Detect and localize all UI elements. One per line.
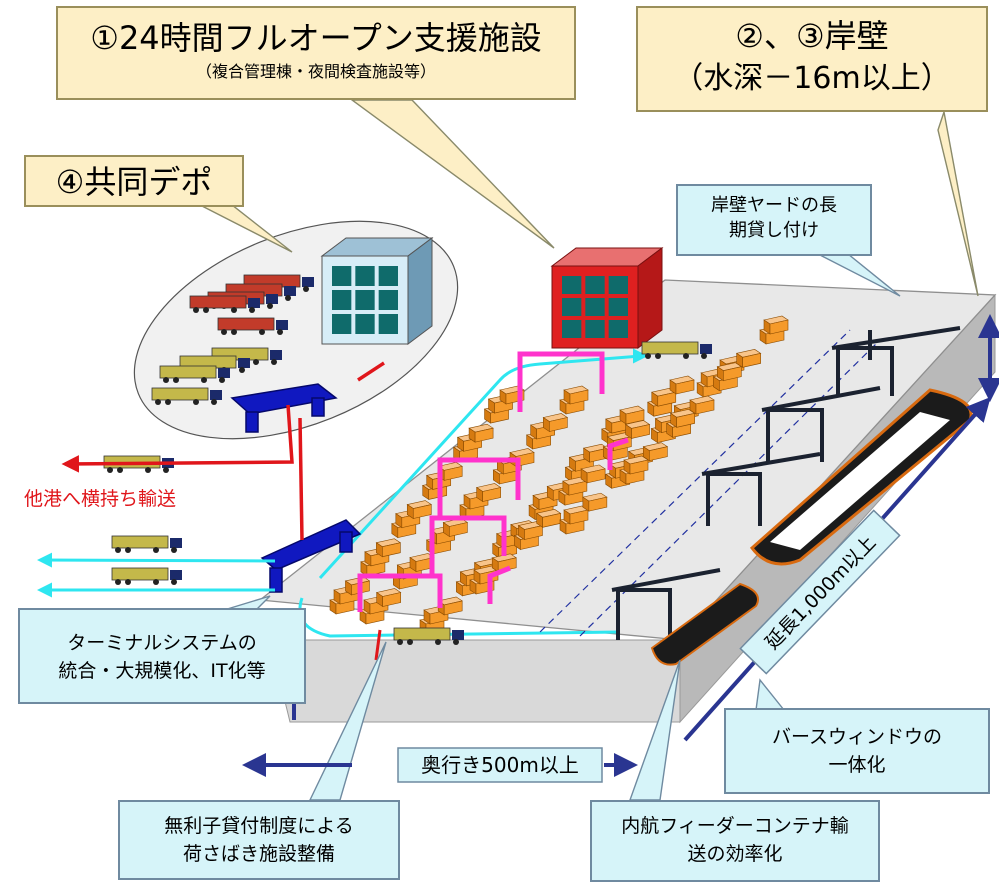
feeder-line1: 内航フィーダーコンテナ輸 — [621, 815, 849, 837]
container — [535, 509, 562, 528]
window — [585, 276, 605, 294]
truck — [393, 627, 464, 645]
container-stacks — [329, 315, 789, 635]
terminal-callout: ターミナルシステムの 統合・大規模化、IT化等 — [18, 608, 306, 704]
facility-title: ①24時間フルオープン支援施設 — [90, 19, 542, 57]
berth-window-callout: バースウィンドウの 一体化 — [724, 708, 990, 794]
window — [562, 320, 582, 338]
berth-callout: ②、③岸壁 （水深－16m以上） — [636, 6, 988, 112]
gate-structures — [230, 383, 362, 593]
window — [608, 298, 628, 316]
terminal-line1: ターミナルシステムの — [67, 632, 257, 654]
container — [375, 538, 402, 558]
loan-line1: 無利子貸付制度による — [164, 815, 354, 837]
truck — [111, 535, 182, 553]
truck — [159, 365, 230, 383]
berth-window-line2: 一体化 — [828, 753, 886, 776]
container — [563, 385, 589, 405]
window — [562, 276, 582, 294]
container — [429, 525, 456, 545]
lease-callout: 岸壁ヤードの長 期貸し付け — [676, 184, 872, 256]
berth-line1: ②、③岸壁 — [735, 17, 889, 55]
container — [499, 385, 525, 405]
container — [580, 464, 606, 484]
container — [651, 387, 677, 407]
container — [563, 505, 589, 525]
window — [608, 276, 628, 294]
depot-callout: ④共同デポ — [24, 155, 244, 207]
container — [619, 405, 645, 425]
quay-cranes — [611, 326, 961, 640]
window — [332, 290, 352, 310]
window — [562, 298, 582, 316]
lease-line2: 期貸し付け — [729, 219, 819, 241]
container — [689, 395, 715, 415]
container — [437, 462, 463, 481]
yard-gantries — [357, 351, 629, 612]
window — [585, 298, 605, 316]
window — [585, 320, 605, 338]
container — [562, 476, 588, 496]
container — [763, 315, 789, 335]
container — [442, 518, 469, 538]
facility-callout: ①24時間フルオープン支援施設 （複合管理棟・夜間検査施設等） — [56, 6, 576, 100]
window — [332, 314, 352, 334]
container — [735, 349, 762, 368]
container — [669, 375, 695, 395]
container — [475, 483, 502, 503]
berth-lines — [539, 329, 881, 637]
container — [517, 521, 544, 541]
loan-line2: 荷さばき施設整備 — [182, 842, 335, 865]
container — [406, 500, 433, 520]
cyan-outbound-routes — [37, 552, 276, 598]
cyan-road-lanes — [298, 348, 648, 638]
lease-line1: 岸壁ヤードの長 — [711, 195, 837, 216]
truck — [217, 317, 288, 335]
depot-area — [133, 220, 459, 440]
window — [355, 266, 375, 286]
loan-callout: 無利子貸付制度による 荷さばき施設整備 — [118, 800, 400, 880]
truck — [151, 387, 222, 405]
truck — [641, 341, 712, 359]
svg-text:奥行き500m以上: 奥行き500m以上 — [421, 753, 579, 777]
feeder-line2: 送の効率化 — [687, 842, 783, 865]
container — [582, 492, 608, 512]
route-label: 他港へ横持ち輸送 — [24, 488, 176, 510]
truck — [189, 295, 260, 313]
feeder-callout: 内航フィーダーコンテナ輸 送の効率化 — [590, 800, 880, 882]
container — [624, 420, 651, 440]
container — [623, 455, 649, 475]
container — [542, 413, 569, 433]
container — [375, 588, 402, 608]
container — [642, 442, 669, 462]
depot-label: ④共同デポ — [55, 163, 213, 201]
red-transfer-route — [61, 361, 385, 661]
trucks — [103, 274, 712, 645]
facility-subtitle: （複合管理棟・夜間検査施設等） — [195, 62, 436, 81]
window — [608, 320, 628, 338]
window — [378, 314, 398, 334]
window — [378, 290, 398, 310]
berth-line2: （水深－16m以上） — [673, 61, 951, 96]
feeder-ship — [650, 582, 759, 666]
window — [332, 266, 352, 286]
terminal-line2: 統合・大規模化、IT化等 — [58, 659, 266, 682]
callout-pointers — [199, 99, 979, 801]
berth-window-line1: バースウィンドウの — [771, 726, 943, 748]
window — [355, 290, 375, 310]
truck — [111, 567, 182, 585]
window — [378, 266, 398, 286]
depth-label: 奥行き500m以上 — [397, 747, 603, 783]
container — [468, 423, 494, 443]
window — [355, 314, 375, 334]
